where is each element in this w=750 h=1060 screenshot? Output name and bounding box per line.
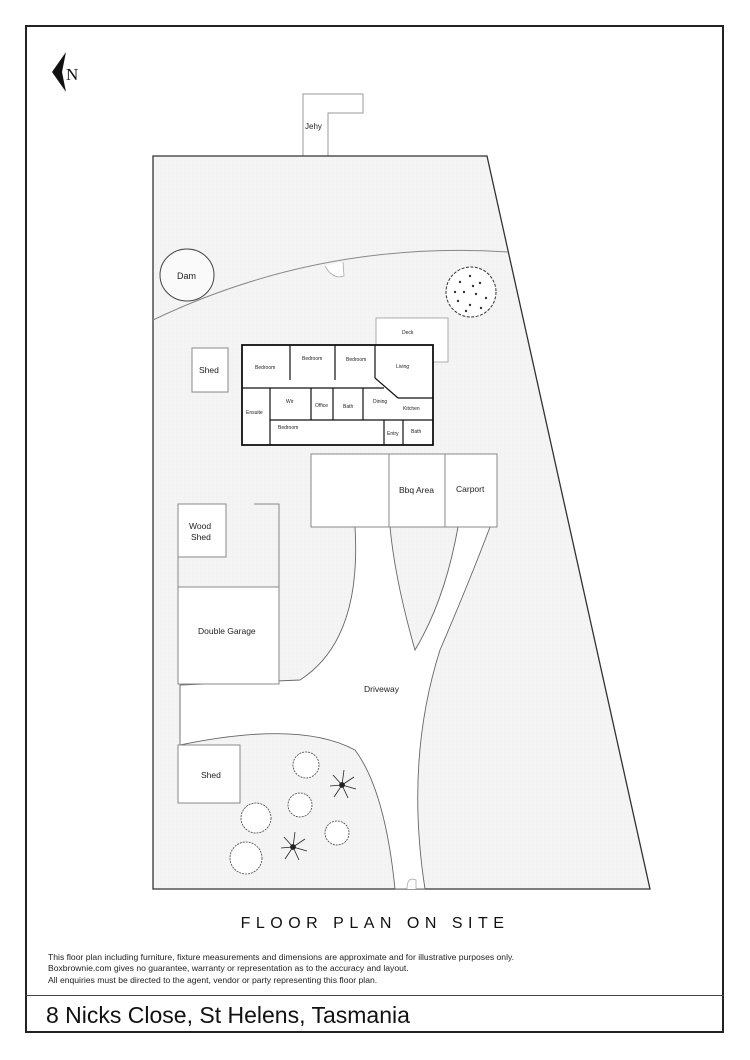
svg-text:Bath: Bath <box>343 404 354 410</box>
svg-text:Bedroom: Bedroom <box>302 356 322 362</box>
svg-text:Jehy: Jehy <box>305 122 322 131</box>
property-address: 8 Nicks Close, St Helens, Tasmania <box>46 1002 410 1028</box>
star-plant-icon <box>280 769 357 861</box>
north-arrow-icon: N <box>52 52 78 92</box>
disclaimer: This floor plan including furniture, fix… <box>48 952 514 986</box>
svg-text:Living: Living <box>396 364 409 370</box>
disclaimer-line: This floor plan including furniture, fix… <box>48 952 515 962</box>
courtyard <box>310 453 390 528</box>
svg-text:Bbq Area: Bbq Area <box>399 485 434 495</box>
svg-text:Entry: Entry <box>387 431 399 437</box>
jetty: Jehy <box>302 93 364 156</box>
svg-text:Bedroom: Bedroom <box>346 357 366 363</box>
svg-text:Driveway: Driveway <box>364 684 400 694</box>
svg-text:Dining: Dining <box>373 399 387 405</box>
svg-text:Kitchen: Kitchen <box>403 406 420 412</box>
tree-icon <box>445 266 497 318</box>
svg-text:Ensuite: Ensuite <box>246 410 263 416</box>
footer-divider <box>25 995 724 996</box>
svg-text:Carport: Carport <box>456 484 485 494</box>
svg-text:Wood: Wood <box>189 521 211 531</box>
carport: Carport <box>444 453 498 528</box>
svg-text:Shed: Shed <box>191 532 211 542</box>
svg-text:Double Garage: Double Garage <box>198 626 256 636</box>
shrub-icon <box>229 751 350 875</box>
svg-text:Shed: Shed <box>201 770 221 780</box>
shed-top: Shed <box>191 347 229 393</box>
page-frame <box>25 25 724 1033</box>
svg-text:Bath: Bath <box>411 429 422 435</box>
svg-text:Deck: Deck <box>402 330 414 336</box>
wood-shed: Wood Shed <box>177 503 280 587</box>
plan-title: FLOOR PLAN ON SITE <box>240 915 510 932</box>
svg-text:Office: Office <box>315 403 328 409</box>
svg-text:Wir: Wir <box>286 399 294 405</box>
double-garage: Double Garage <box>177 586 280 685</box>
svg-text:Dam: Dam <box>177 271 196 281</box>
dam: Dam <box>159 248 215 302</box>
disclaimer-line: All enquiries must be directed to the ag… <box>48 974 378 985</box>
shed-bottom: Shed <box>177 744 241 804</box>
svg-text:N: N <box>66 65 78 84</box>
disclaimer-line: Boxbrownie.com gives no guarantee, warra… <box>48 963 409 974</box>
house-floor-plan: Bedroom Bedroom Bedroom Living Wir Offic… <box>241 344 434 446</box>
bbq-area: Bbq Area <box>388 453 446 528</box>
svg-text:Bedroom: Bedroom <box>255 365 275 371</box>
svg-text:Bedroom: Bedroom <box>278 425 298 431</box>
svg-text:Shed: Shed <box>199 365 219 375</box>
